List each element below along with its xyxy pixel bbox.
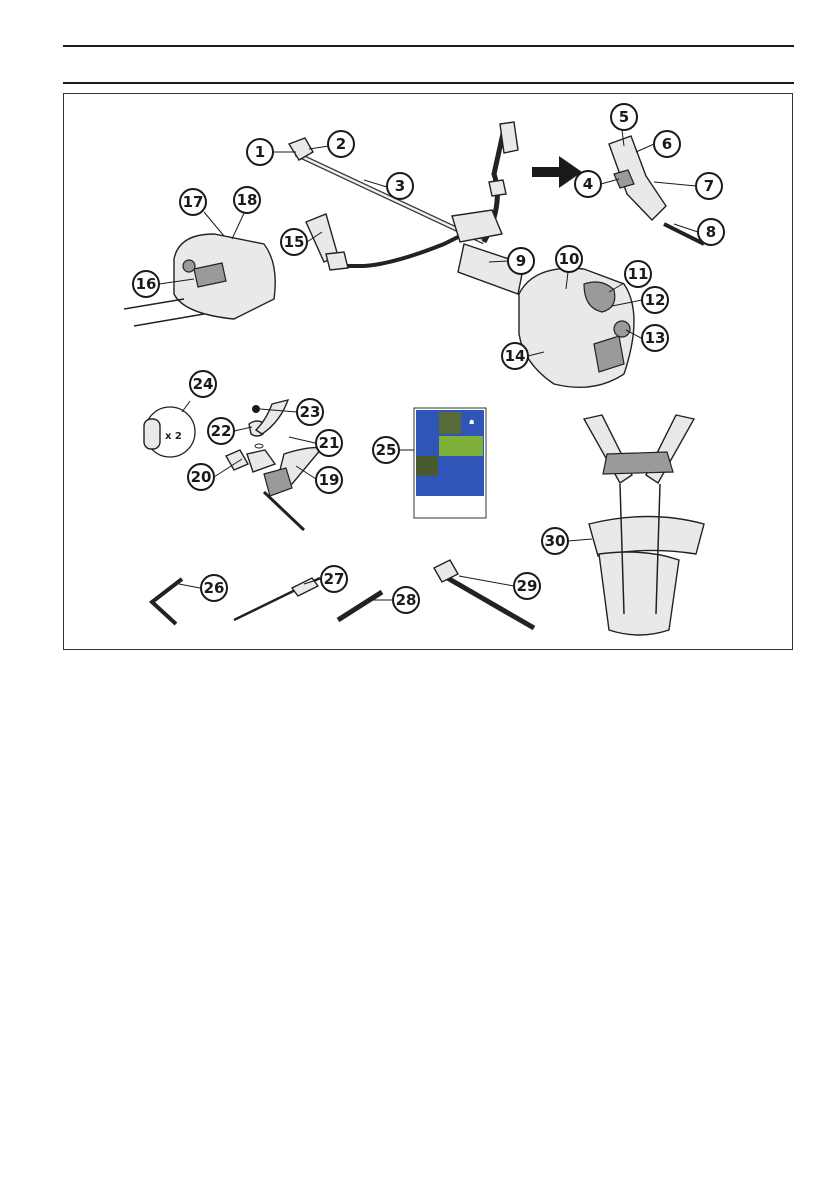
engine-main <box>457 243 635 389</box>
svg-text:20: 20 <box>191 468 212 486</box>
callout-19: 19 <box>315 466 343 494</box>
callout-29: 29 <box>513 572 541 600</box>
callout-11: 11 <box>624 260 652 288</box>
callout-16: 16 <box>132 270 160 298</box>
callout-20: 20 <box>187 463 215 491</box>
header-rule <box>63 82 794 84</box>
leader-lines <box>158 129 699 601</box>
callout-17: 17 <box>179 188 207 216</box>
throttle-handle <box>608 135 705 246</box>
svg-text:1: 1 <box>255 143 265 161</box>
svg-text:14: 14 <box>505 347 526 365</box>
callout-15: 15 <box>280 228 308 256</box>
main-handle <box>451 121 519 244</box>
callout-18: 18 <box>233 186 261 214</box>
svg-text:6: 6 <box>662 135 672 153</box>
svg-text:18: 18 <box>237 191 258 209</box>
svg-text:4: 4 <box>583 175 593 193</box>
parts-figure: x 2 ☗ <box>63 93 793 650</box>
svg-text:26: 26 <box>204 579 225 597</box>
handle-bar <box>305 213 465 271</box>
tools <box>148 559 536 631</box>
callout-12: 12 <box>641 286 669 314</box>
svg-text:28: 28 <box>396 591 417 609</box>
callout-25: 25 <box>372 436 400 464</box>
callout-27: 27 <box>320 565 348 593</box>
callout-4: 4 <box>574 170 602 198</box>
svg-text:17: 17 <box>183 193 204 211</box>
svg-text:13: 13 <box>645 329 666 347</box>
callout-22: 22 <box>207 417 235 445</box>
engine-detail <box>123 233 276 327</box>
svg-text:30: 30 <box>545 532 566 550</box>
callout-3: 3 <box>386 172 414 200</box>
svg-text:2: 2 <box>336 135 346 153</box>
quantity-label: x 2 <box>165 431 182 442</box>
callout-8: 8 <box>697 218 725 246</box>
top-rule <box>63 45 794 47</box>
callout-28: 28 <box>392 586 420 614</box>
callout-7: 7 <box>695 172 723 200</box>
harness <box>582 414 705 636</box>
callout-10: 10 <box>555 245 583 273</box>
svg-text:3: 3 <box>395 177 405 195</box>
callout-26: 26 <box>200 574 228 602</box>
svg-text:16: 16 <box>136 275 157 293</box>
parts-drawing: x 2 ☗ <box>123 103 725 636</box>
svg-text:27: 27 <box>324 570 345 588</box>
svg-text:10: 10 <box>559 250 580 268</box>
svg-text:11: 11 <box>628 265 649 283</box>
callout-30: 30 <box>541 527 569 555</box>
operators-manual: ☗ <box>413 407 487 519</box>
callout-23: 23 <box>296 398 324 426</box>
svg-text:22: 22 <box>211 422 232 440</box>
manual-logo-icon: ☗ <box>469 419 474 426</box>
blade-assembly <box>225 399 324 532</box>
callout-6: 6 <box>653 130 681 158</box>
svg-text:23: 23 <box>300 403 321 421</box>
svg-text:5: 5 <box>619 108 629 126</box>
svg-text:8: 8 <box>706 223 716 241</box>
svg-text:7: 7 <box>704 177 714 195</box>
direction-arrow <box>532 156 582 188</box>
svg-text:19: 19 <box>319 471 340 489</box>
svg-text:21: 21 <box>319 434 340 452</box>
callout-14: 14 <box>501 342 529 370</box>
callout-1: 1 <box>246 138 274 166</box>
callout-2: 2 <box>327 130 355 158</box>
svg-text:29: 29 <box>517 577 538 595</box>
callout-13: 13 <box>641 324 669 352</box>
svg-text:12: 12 <box>645 291 666 309</box>
callout-5: 5 <box>610 103 638 131</box>
svg-text:9: 9 <box>516 252 526 270</box>
svg-text:25: 25 <box>376 441 397 459</box>
shaft-tube <box>287 137 486 245</box>
spare-part-inset: x 2 <box>143 406 196 458</box>
svg-text:24: 24 <box>193 375 214 393</box>
callout-24: 24 <box>189 370 217 398</box>
callout-21: 21 <box>315 429 343 457</box>
svg-text:15: 15 <box>284 233 305 251</box>
callout-9: 9 <box>507 247 535 275</box>
